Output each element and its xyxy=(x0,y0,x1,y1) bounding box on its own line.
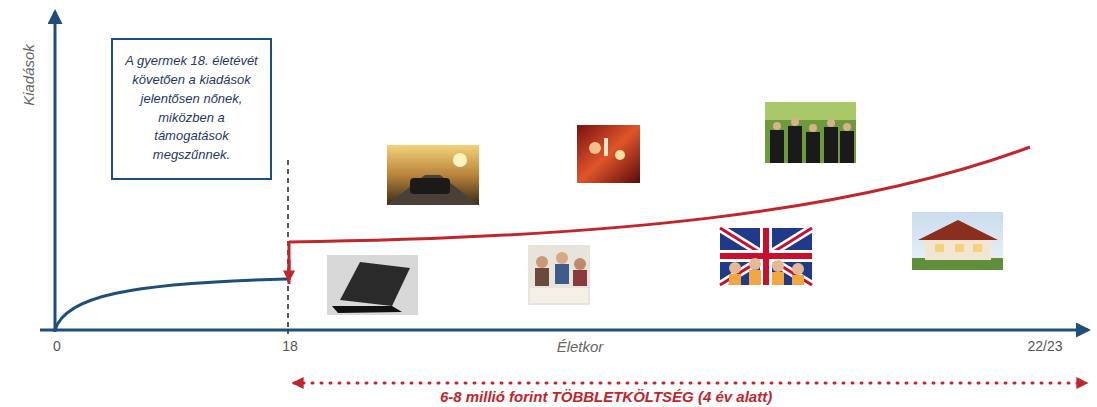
cost-jump-arrow xyxy=(288,260,291,280)
axis-title: Kiadások xyxy=(20,44,37,106)
photo-graduates xyxy=(765,102,856,163)
axis-title: Életkor xyxy=(557,338,604,355)
photo-house xyxy=(912,212,1003,270)
cost-jump xyxy=(288,242,291,284)
tick-label: 22/23 xyxy=(1027,338,1062,354)
tick-label: 18 xyxy=(282,338,298,354)
photo-students xyxy=(528,245,590,305)
cost-curve-before xyxy=(55,279,287,330)
cost-note: 6-8 millió forint TÖBBLETKÖLTSÉG (4 év a… xyxy=(440,388,772,405)
age-divider xyxy=(287,160,289,334)
photo-language-trip xyxy=(720,228,812,285)
x-axis xyxy=(40,329,1088,332)
photo-car xyxy=(387,145,479,205)
note-box: A gyermek 18. életévét követően a kiadás… xyxy=(111,38,272,180)
note-text: A gyermek 18. életévét követően a kiadás… xyxy=(123,52,260,165)
y-axis xyxy=(54,12,57,332)
tick-label: 0 xyxy=(53,338,61,354)
photo-laptop xyxy=(327,255,418,315)
period-arrow xyxy=(294,382,1086,385)
photo-party xyxy=(577,125,640,183)
